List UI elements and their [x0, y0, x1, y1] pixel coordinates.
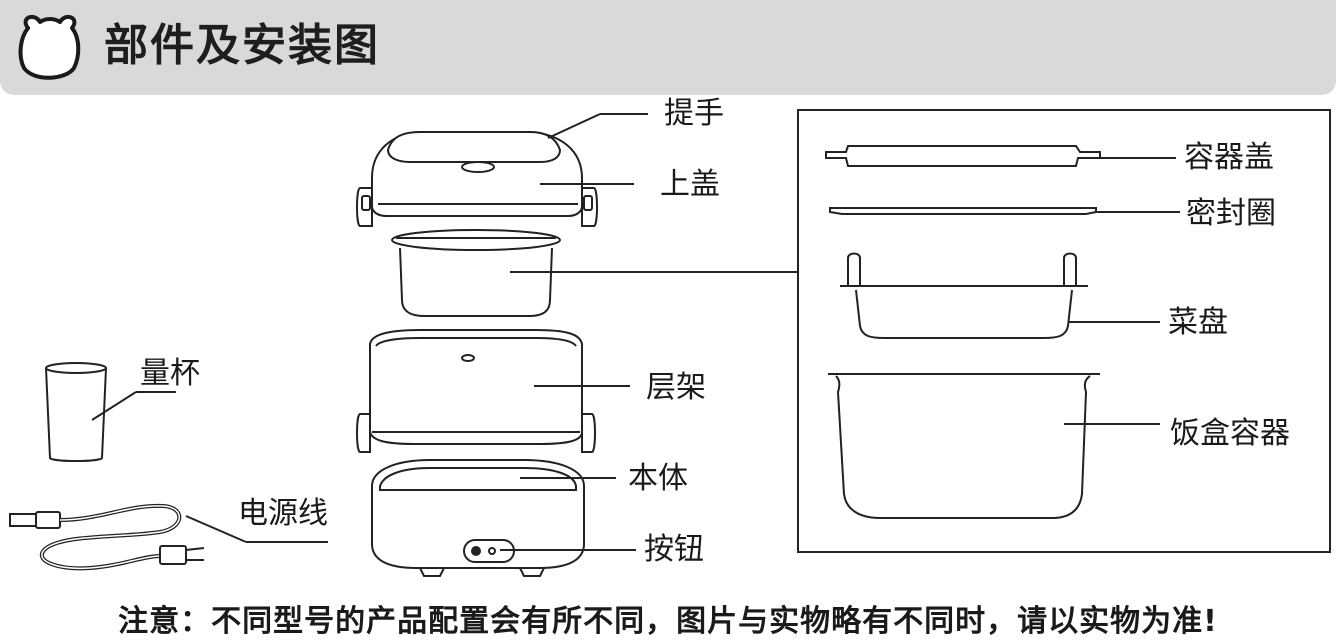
main-body-drawing [371, 459, 585, 577]
label-main-body: 本体 [628, 461, 688, 496]
label-handle: 提手 [664, 96, 724, 131]
power-cord-drawing [9, 503, 205, 571]
label-seal-ring: 密封圈 [1186, 196, 1276, 231]
label-dish-tray: 菜盘 [1168, 305, 1228, 340]
bear-head-icon [18, 14, 81, 80]
exploded-view-frame [797, 109, 1331, 553]
seal-ring-drawing [829, 207, 1097, 215]
rice-container-drawing [828, 373, 1100, 519]
page-title: 部件及安装图 [104, 20, 380, 71]
inner-bowl-drawing [391, 229, 561, 317]
top-lid-drawing [356, 131, 598, 227]
disclaimer-note: 注意：不同型号的产品配置会有所不同，图片与实物略有不同时，请以实物为准! [118, 604, 1218, 639]
label-button: 按钮 [644, 532, 704, 567]
header-bar: 部件及安装图 [0, 0, 1336, 95]
dish-tray-drawing [840, 252, 1088, 339]
label-layer-rack: 层架 [646, 370, 706, 405]
container-lid-drawing [825, 145, 1101, 167]
label-measuring-cup: 量杯 [140, 356, 200, 391]
measuring-cup-drawing [45, 362, 107, 462]
label-rice-container: 饭盒容器 [1170, 416, 1290, 451]
layer-rack-drawing [356, 329, 596, 453]
label-power-cord: 电源线 [238, 496, 328, 531]
label-container-lid: 容器盖 [1184, 140, 1274, 175]
label-top-lid: 上盖 [660, 167, 720, 202]
